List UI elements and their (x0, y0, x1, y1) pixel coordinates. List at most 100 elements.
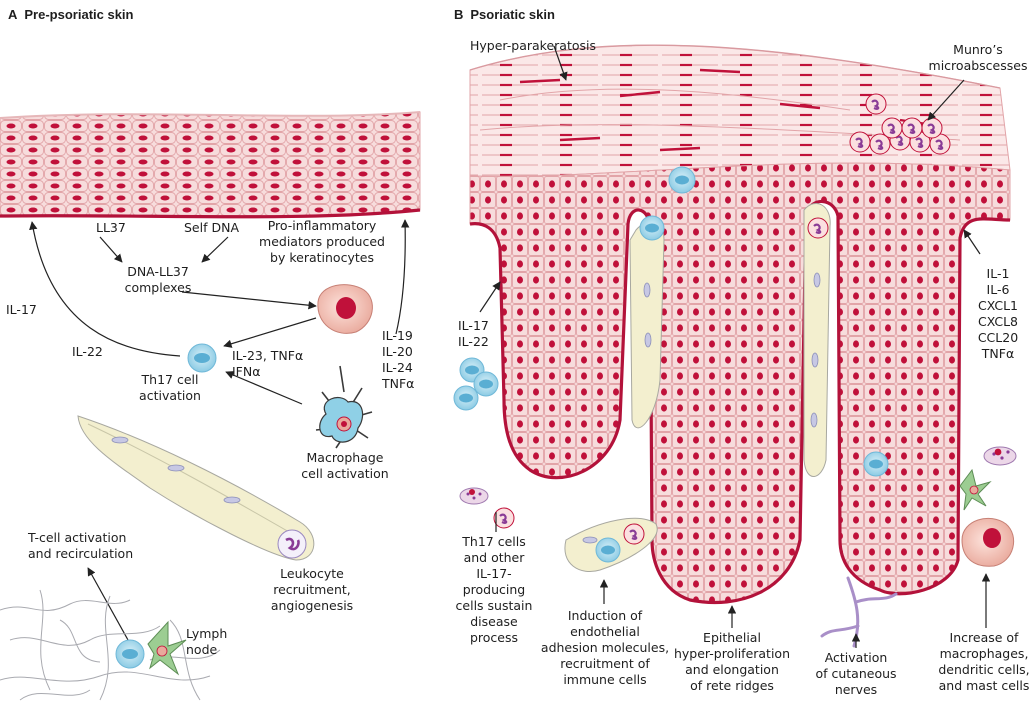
label-pro-inflammatory: Pro-inflammatory mediators produced by k… (256, 218, 388, 266)
cytokine-il19: IL-19 (382, 328, 413, 343)
leukocyte-line-3: angiogenesis (270, 598, 354, 613)
mast-cell-right (983, 446, 1017, 466)
panel-b-letter: B (454, 7, 464, 22)
label-endothelial-induction: Induction of endothelial adhesion molecu… (540, 608, 670, 688)
chemokine-tnfa: TNFα (981, 346, 1015, 361)
induction-line-5: immune cells (563, 672, 647, 687)
cytokine-il20: IL-20 (382, 344, 413, 359)
label-il22-a: IL-22 (72, 344, 103, 359)
label-ll37: LL37 (96, 220, 126, 235)
il17-b: IL-17 (458, 318, 489, 333)
leukocyte-line-1: Leukocyte (280, 566, 344, 581)
panel-b-epidermis (469, 162, 1011, 605)
th17-other-line-4: producing (462, 582, 526, 597)
panel-b-lower-vessel (564, 517, 658, 572)
th17-other-line-6: disease (470, 614, 518, 629)
label-tcell-activation: T-cell activation and recirculation (28, 530, 133, 562)
keratinocyte-cell (317, 284, 373, 334)
tcell-line-1: T-cell activation (28, 530, 127, 545)
induction-line-2: endothelial (570, 624, 640, 639)
th17-other-line-3: IL-17- (476, 566, 512, 581)
neutrophil-left (493, 507, 515, 529)
induction-line-3: adhesion molecules, (540, 640, 670, 655)
panel-a-epidermis (0, 111, 421, 219)
il23-line-2: IFNα (232, 364, 261, 379)
macrophage-dendritic-cell (315, 365, 373, 449)
increase-line-1: Increase of (949, 630, 1019, 645)
label-increase-immune-cells: Increase of macrophages, dendritic cells… (932, 630, 1036, 694)
lymph-line-1: Lymph (186, 626, 228, 641)
il23-line-1: IL-23, TNFα (232, 348, 304, 363)
pro-inflammatory-line-3: by keratinocytes (270, 250, 374, 265)
th17-cell-a (187, 343, 217, 373)
epithelial-line-1: Epithelial (703, 630, 761, 645)
pro-inflammatory-line-2: mediators produced (259, 234, 385, 249)
label-chemokines-b: IL-1 IL-6 CXCL1 CXCL8 CCL20 TNFα (966, 266, 1030, 362)
label-cutaneous-nerves: Activation of cutaneous nerves (806, 650, 906, 698)
th17-other-line-2: and other (463, 550, 525, 565)
panel-b-tcells (453, 166, 889, 477)
label-macrophage-activation: Macrophage cell activation (290, 450, 400, 482)
chemokine-cxcl1: CXCL1 (977, 298, 1019, 313)
induction-line-1: Induction of (567, 608, 643, 623)
munro-line-1: Munro’s (953, 42, 1003, 57)
label-th17-other-cells: Th17 cells and other IL-17- producing ce… (446, 534, 542, 646)
blood-vessel-a (77, 415, 315, 561)
lymph-node-dendritic-cell (147, 620, 187, 676)
epithelial-line-4: of rete ridges (690, 678, 774, 693)
panel-b-arrows (479, 45, 991, 648)
th17-other-line-1: Th17 cells (462, 534, 526, 549)
mast-cell-left (459, 487, 489, 505)
chemokine-il6: IL-6 (986, 282, 1010, 297)
label-munro-microabscesses: Munro’s microabscesses (920, 42, 1036, 74)
label-lymph-node: Lymph node (186, 626, 227, 658)
th17-line-2: activation (139, 388, 201, 403)
epithelial-line-3: and elongation (685, 662, 779, 677)
cytokine-tnfa: TNFα (382, 376, 415, 391)
increase-line-4: and mast cells (938, 678, 1030, 693)
pro-inflammatory-line-1: Pro-inflammatory (267, 218, 377, 233)
dermal-papilla-vessels (629, 203, 831, 477)
th17-other-line-7: process (469, 630, 519, 645)
complexes-line-2: complexes (124, 280, 192, 295)
chemokine-ccl20: CCL20 (977, 330, 1019, 345)
munro-microabscess-cluster (807, 93, 951, 239)
il22-b: IL-22 (458, 334, 489, 349)
chemokine-cxcl8: CXCL8 (977, 314, 1019, 329)
panel-a-title-text: Pre-psoriatic skin (24, 7, 134, 22)
macrophage-line-2: cell activation (301, 466, 389, 481)
nerves-line-2: of cutaneous (815, 666, 897, 681)
label-il23-tnf-ifn: IL-23, TNFα IFNα (232, 348, 303, 380)
panel-a-title: A Pre-psoriatic skin (8, 7, 134, 22)
label-self-dna: Self DNA (184, 220, 239, 235)
munro-line-2: microabscesses (928, 58, 1028, 73)
label-dna-ll37-complexes: DNA-LL37 complexes (116, 264, 200, 296)
lymph-node-tcell (115, 639, 145, 669)
chemokine-il1: IL-1 (986, 266, 1010, 281)
epithelial-line-2: hyper-proliferation (673, 646, 791, 661)
macrophage-right (961, 517, 1015, 567)
induction-line-4: recruitment of (560, 656, 650, 671)
label-hyper-parakeratosis: Hyper-parakeratosis (470, 38, 596, 53)
label-il17-il22-b: IL-17 IL-22 (458, 318, 489, 350)
macrophage-line-1: Macrophage (306, 450, 384, 465)
panel-b-title: B Psoriatic skin (454, 7, 555, 22)
leukocyte-line-2: recruitment, (273, 582, 351, 597)
panel-a-arrows (29, 219, 410, 641)
label-th17-activation: Th17 cell activation (132, 372, 208, 404)
nerves-line-3: nerves (834, 682, 878, 697)
label-epithelial-hyperproliferation: Epithelial hyper-proliferation and elong… (672, 630, 792, 694)
lymph-line-2: node (186, 642, 218, 657)
th17-line-1: Th17 cell (141, 372, 199, 387)
increase-line-2: macrophages, (939, 646, 1029, 661)
label-cytokines-a: IL-19 IL-20 IL-24 TNFα (382, 328, 414, 392)
tcell-line-2: and recirculation (28, 546, 134, 561)
panel-b-title-text: Psoriatic skin (470, 7, 555, 22)
nerves-line-1: Activation (824, 650, 888, 665)
increase-line-3: dendritic cells, (938, 662, 1030, 677)
label-il17-a: IL-17 (6, 302, 37, 317)
cytokine-il24: IL-24 (382, 360, 413, 375)
panel-a-letter: A (8, 7, 18, 22)
label-leukocyte-recruitment: Leukocyte recruitment, angiogenesis (262, 566, 362, 614)
